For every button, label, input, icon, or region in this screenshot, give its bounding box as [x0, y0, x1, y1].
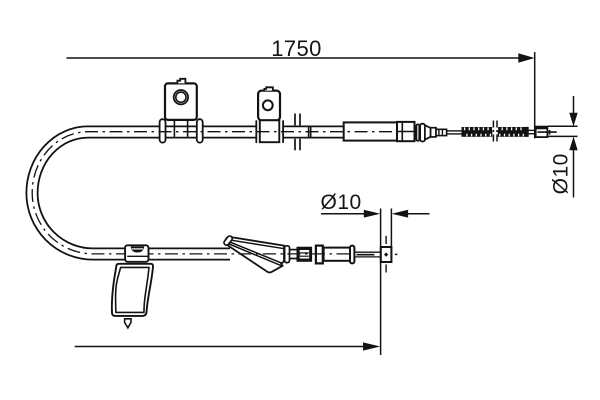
svg-text:Ø10: Ø10 — [321, 191, 362, 214]
svg-text:1750: 1750 — [271, 36, 322, 61]
svg-text:Ø10: Ø10 — [550, 153, 573, 194]
